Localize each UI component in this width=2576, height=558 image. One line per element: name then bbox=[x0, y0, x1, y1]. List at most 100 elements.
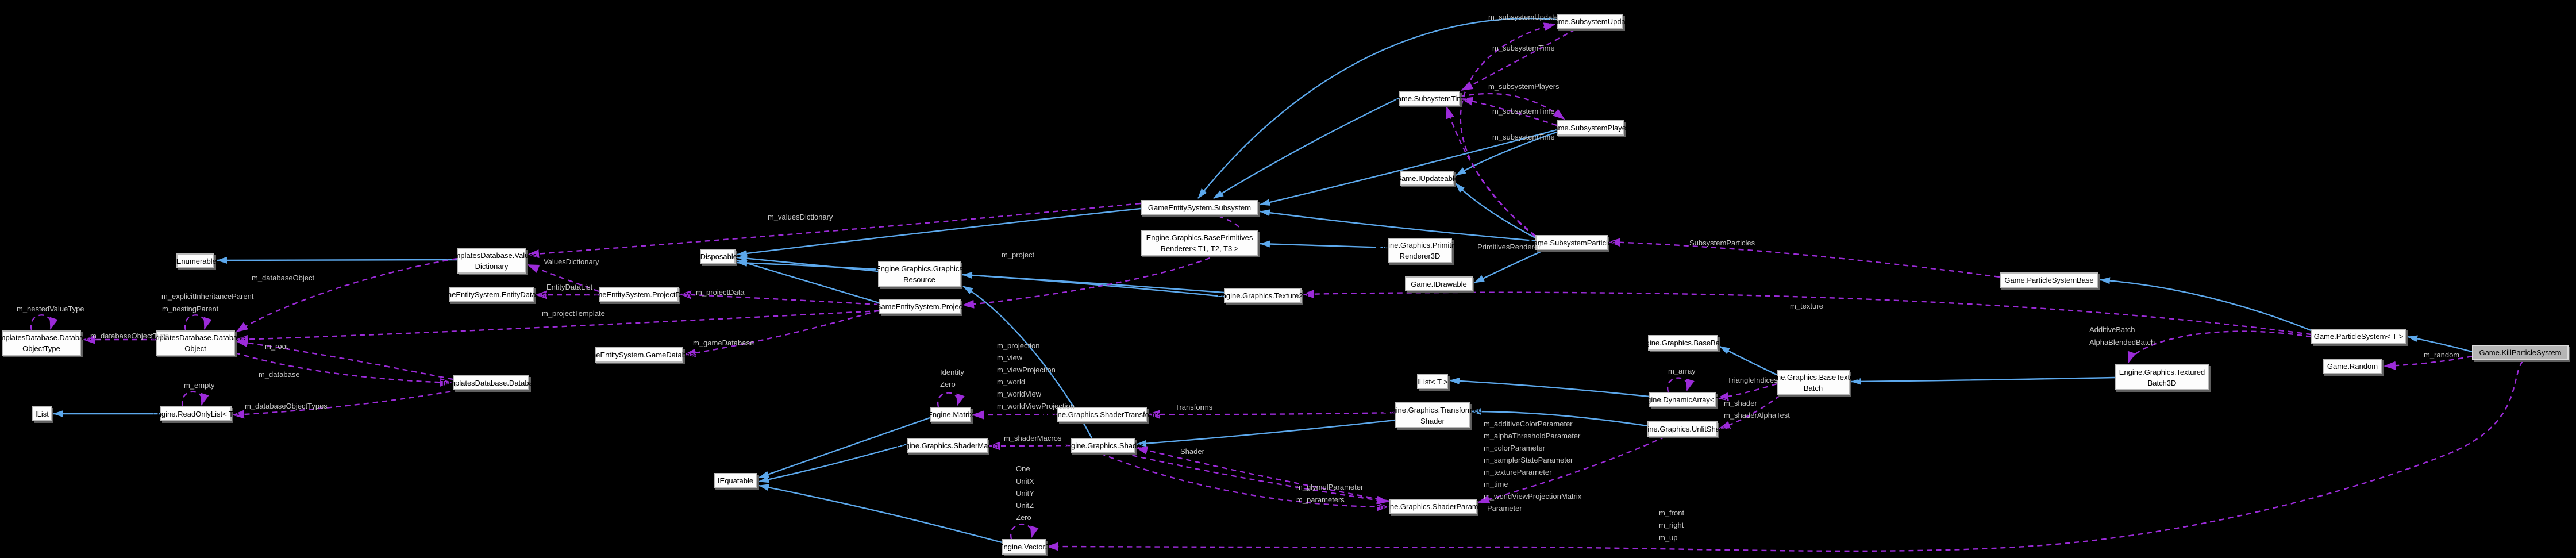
edge-label: m_world bbox=[997, 378, 1026, 386]
class-node-label: IList< T > bbox=[1417, 377, 1448, 386]
edge-label: m_projectTemplate bbox=[542, 309, 605, 318]
class-node-ienumerable[interactable]: IEnumerable bbox=[174, 253, 217, 268]
edge-label: m_glymulParameter bbox=[1296, 483, 1364, 491]
class-node-readonlylist[interactable]: Engine.ReadOnlyList< T > bbox=[152, 406, 240, 421]
class-node-label: Game.SubsystemPlayers bbox=[1548, 124, 1632, 132]
edge-label: m_samplerStateParameter bbox=[1484, 456, 1573, 464]
class-node-unlitshader[interactable]: Engine.Graphics.UnlitShader bbox=[1634, 421, 1731, 437]
class-node-label: Game.KillParticleSystem bbox=[2479, 348, 2562, 357]
inheritance-edge bbox=[1260, 209, 1536, 242]
usage-edge bbox=[236, 338, 453, 380]
class-node-idrawable[interactable]: Game.IDrawable bbox=[1405, 276, 1473, 291]
class-node-label: Engine.Graphics.BasePrimitives bbox=[1146, 233, 1253, 242]
class-node-label: Engine.Graphics.Shader bbox=[1062, 441, 1143, 450]
edge-label: m_database bbox=[259, 370, 300, 379]
inheritance-edge bbox=[1197, 17, 1557, 199]
class-node-label: IEnumerable bbox=[174, 256, 217, 265]
edge-label: TriangleIndices bbox=[1727, 376, 1778, 384]
class-node-tdatabase[interactable]: TemplatesDatabase.Database bbox=[441, 375, 541, 390]
class-node-texture2d[interactable]: Engine.Graphics.Texture2D bbox=[1217, 288, 1308, 303]
edge-label: UnitZ bbox=[1016, 501, 1034, 510]
class-node-ilist[interactable]: IList bbox=[32, 406, 52, 421]
edge-label: m_empty bbox=[184, 381, 215, 390]
class-node-label: Engine.Graphics.Transformed bbox=[1383, 405, 1483, 414]
class-node-matrix[interactable]: Engine.Matrix bbox=[927, 407, 973, 422]
class-node-idisposable[interactable]: IDisposable bbox=[698, 249, 737, 264]
class-node-label: TemplatesDatabase.Database bbox=[145, 333, 246, 342]
usage-edge bbox=[1148, 410, 1396, 419]
class-node-shader[interactable]: Engine.Graphics.Shader bbox=[1062, 438, 1143, 453]
class-node-random[interactable]: Game.Random bbox=[2323, 359, 2382, 374]
class-node-shadermacro[interactable]: Engine.Graphics.ShaderMacro bbox=[896, 438, 998, 453]
edge-label: m_shaderMacros bbox=[1004, 434, 1062, 442]
class-node-subsystem[interactable]: GameEntitySystem.Subsystem bbox=[1141, 200, 1258, 215]
class-node-label: GameEntitySystem.Subsystem bbox=[1148, 203, 1252, 212]
inheritance-edge bbox=[2407, 335, 2473, 353]
edge-label: m_projectData bbox=[696, 288, 745, 297]
class-node-label: Engine.DynamicArray< T > bbox=[1638, 395, 1727, 404]
class-node-ilistt[interactable]: IList< T > bbox=[1417, 374, 1448, 389]
inheritance-edge bbox=[1449, 377, 1650, 398]
class-node-project[interactable]: GameEntitySystem.Project bbox=[875, 299, 965, 314]
class-node-entitydatalist[interactable]: GameEntitySystem.EntityDataList bbox=[436, 287, 548, 302]
edge-label: m_front bbox=[1659, 509, 1685, 517]
edge-label: ValuesDictionary bbox=[544, 257, 599, 266]
edge-label: PrimitivesRenderer bbox=[1477, 243, 1541, 251]
class-node-shadertransforms[interactable]: Engine.Graphics.ShaderTransforms bbox=[1043, 407, 1161, 422]
edge-label: m_databaseObject bbox=[252, 274, 315, 282]
edge-label: m_valuesDictionary bbox=[768, 213, 833, 221]
edge-label: m_subsystemTime bbox=[1492, 133, 1555, 141]
inheritance-edge bbox=[1474, 249, 1545, 284]
usage-edge bbox=[527, 202, 1141, 259]
class-node-particlesystem[interactable]: Game.ParticleSystem< T > bbox=[2311, 329, 2406, 344]
edge-label: Zero bbox=[940, 380, 956, 388]
class-node-projectdata[interactable]: GameEntitySystem.ProjectData bbox=[586, 287, 691, 302]
class-node-subsystemplayers[interactable]: Game.SubsystemPlayers bbox=[1548, 120, 1632, 136]
class-node-label: Dictionary bbox=[475, 262, 509, 271]
class-node-killparticlesystem[interactable]: Game.KillParticleSystem bbox=[2472, 345, 2569, 360]
class-node-dynamicarray[interactable]: Engine.DynamicArray< T > bbox=[1638, 392, 1727, 407]
class-node-gamedatabase[interactable]: GameEntitySystem.GameDatabase bbox=[580, 347, 698, 363]
class-node-vector3[interactable]: Engine.Vector3 bbox=[999, 539, 1049, 555]
usage-edge bbox=[1302, 290, 2312, 336]
inheritance-edge bbox=[1260, 240, 1388, 249]
edge-label: m_databaseObjectTypes bbox=[245, 402, 328, 410]
usage-edge bbox=[1666, 377, 1695, 392]
class-node-shaderparameter[interactable]: Engine.Graphics.ShaderParameter bbox=[1375, 499, 1491, 514]
class-node-iupdateable[interactable]: Game.IUpdateable bbox=[1396, 171, 1458, 186]
usage-edge bbox=[1461, 97, 1557, 126]
class-node-label: Engine.Graphics.UnlitShader bbox=[1634, 425, 1731, 433]
class-node-label: IList bbox=[35, 409, 49, 418]
inheritance-edge bbox=[758, 443, 907, 483]
class-node-label: Engine.Graphics.BaseTextured bbox=[1761, 373, 1865, 382]
class-node-basebatch[interactable]: Engine.Graphics.BaseBatch bbox=[1637, 335, 1730, 351]
inheritance-edge bbox=[1471, 408, 1648, 427]
inheritance-edge bbox=[758, 484, 1003, 544]
usage-edge bbox=[2384, 355, 2473, 370]
class-node-subsystemtime[interactable]: Game.SubsystemTime bbox=[1392, 91, 1467, 106]
class-node-label: Object bbox=[184, 344, 206, 353]
class-node-label: Engine.Graphics.Texture2D bbox=[1217, 291, 1308, 300]
class-node-label: Game.SubsystemTime bbox=[1391, 94, 1468, 103]
class-node-subsystemparticles[interactable]: Game.SubsystemParticles bbox=[1527, 235, 1616, 250]
class-node-label: Game.ParticleSystemBase bbox=[2004, 276, 2094, 284]
inheritance-edge bbox=[737, 255, 879, 272]
edge-label: m_textureParameter bbox=[1484, 468, 1552, 476]
class-node-label: Engine.Graphics.Graphics bbox=[876, 264, 963, 273]
class-node-particlesystembase[interactable]: Game.ParticleSystemBase bbox=[2000, 272, 2098, 288]
class-node-iequatable[interactable]: IEquatable bbox=[714, 473, 757, 488]
edge-label: m_subsystemPlayers bbox=[1488, 82, 1560, 91]
class-node-subsystemupdate[interactable]: Game.SubsystemUpdate bbox=[1548, 14, 1632, 29]
inheritance-edge bbox=[1455, 183, 1536, 239]
class-node-label: TemplatesDatabase.Database bbox=[441, 378, 541, 387]
